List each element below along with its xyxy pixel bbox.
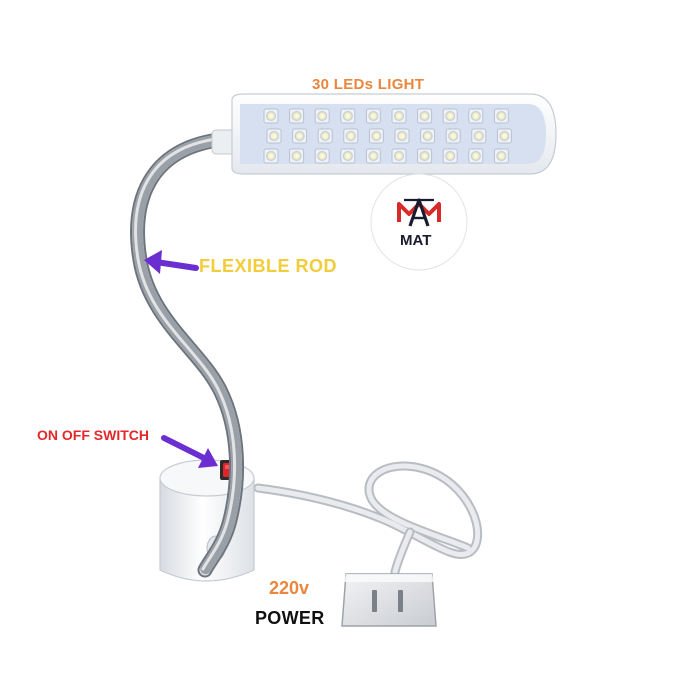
led [317, 151, 328, 161]
led [368, 151, 379, 161]
led [499, 131, 510, 141]
led [345, 131, 356, 141]
brand-logo [370, 173, 468, 271]
led [445, 151, 456, 161]
led [422, 131, 433, 141]
led [473, 131, 484, 141]
led [397, 131, 407, 141]
led [342, 151, 353, 161]
led [470, 151, 481, 161]
power-label: POWER [255, 608, 325, 628]
led [291, 111, 302, 121]
led [445, 111, 456, 121]
flexible-rod [130, 132, 245, 578]
led [470, 111, 481, 121]
led [342, 111, 353, 121]
led [496, 151, 507, 161]
led [371, 131, 382, 141]
voltage-label: 220v [269, 578, 310, 598]
switch-label: ON OFF SWITCH [37, 427, 149, 443]
switch-arrow-icon [161, 435, 218, 468]
leds-label: 30 LEDs LIGHT [312, 76, 425, 93]
led [394, 151, 404, 161]
led [266, 111, 276, 121]
led [368, 111, 379, 121]
led [294, 131, 305, 141]
led [266, 151, 276, 161]
flexible-rod-label: FLEXIBLE ROD [199, 256, 338, 276]
led [419, 111, 430, 121]
led-array [263, 108, 512, 164]
power-cable [253, 461, 483, 577]
flexible-rod-arrow-icon [144, 250, 199, 274]
led [394, 111, 404, 121]
led [419, 151, 430, 161]
led [448, 131, 459, 141]
led [291, 151, 302, 161]
logo-text: MAT [400, 232, 432, 249]
lamp-head [231, 93, 557, 175]
led [320, 131, 331, 141]
led [269, 131, 279, 141]
power-plug [341, 573, 437, 627]
mat-monogram-icon [397, 198, 441, 227]
led [317, 111, 328, 121]
led [496, 111, 507, 121]
